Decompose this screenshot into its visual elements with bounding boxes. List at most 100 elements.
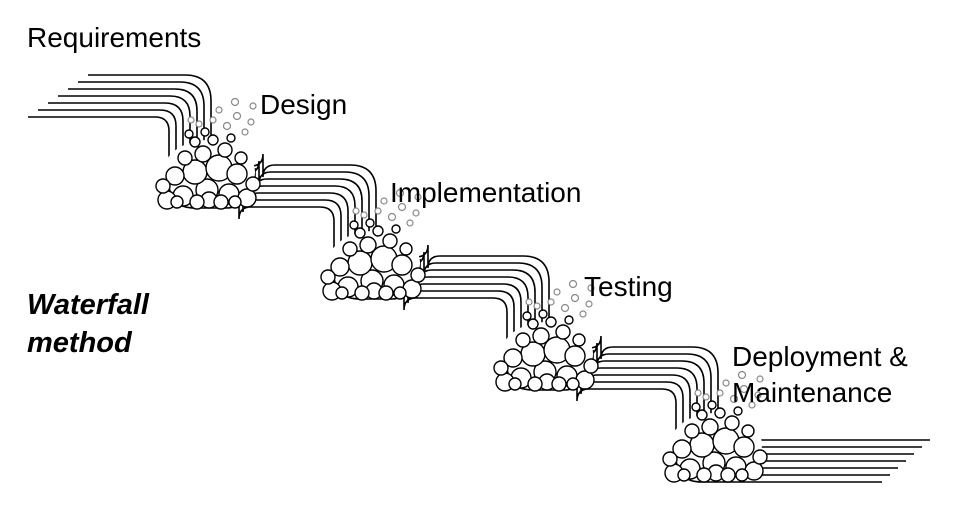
bubble (217, 142, 233, 158)
spray-droplet (232, 111, 242, 121)
spray-droplet (412, 209, 420, 217)
stage-label-implementation: Implementation (390, 177, 582, 208)
spray-droplet (716, 389, 724, 397)
spray-droplet (570, 293, 580, 303)
bubble (538, 309, 548, 319)
bubble (566, 377, 580, 391)
bubble (226, 133, 236, 143)
spray-droplet (209, 116, 217, 124)
spray-droplet (222, 121, 232, 131)
bubble (720, 467, 736, 483)
bubble (165, 166, 185, 186)
spray-droplet (247, 118, 255, 126)
spray-droplet (374, 207, 382, 215)
bubble (365, 218, 375, 228)
bubble (551, 376, 567, 392)
bubble (527, 318, 539, 330)
bubble (194, 145, 212, 163)
spray-droplet (737, 370, 747, 380)
spray-droplet (360, 211, 368, 219)
bubble (228, 195, 242, 209)
spray-droplet (195, 120, 203, 128)
spray-droplet (579, 310, 587, 318)
spray-droplet (553, 288, 561, 296)
bubble (752, 449, 768, 465)
bubble (170, 195, 184, 209)
bubble (572, 333, 586, 347)
bubble (393, 286, 407, 300)
bubble (532, 327, 550, 345)
bubble (213, 194, 229, 210)
spray-droplet (230, 97, 240, 107)
bubble (733, 436, 755, 458)
bubble (335, 286, 349, 300)
diagram-title-line-2: method (27, 327, 132, 359)
bubble (545, 316, 557, 328)
splash-pool (662, 370, 768, 483)
spray-droplet (187, 116, 195, 124)
spray-droplet (525, 298, 533, 306)
spray-droplet (406, 219, 414, 227)
bubble (493, 360, 509, 376)
bubble (508, 377, 522, 391)
bubble (342, 241, 358, 257)
spray-droplet (395, 188, 405, 198)
bubble (155, 178, 171, 194)
spray-droplet (748, 401, 756, 409)
spray-droplet (241, 128, 249, 136)
bubble (399, 242, 413, 256)
bubble (207, 134, 219, 146)
bubble (189, 194, 205, 210)
stage-label-testing: Testing (584, 271, 673, 302)
bubble (555, 324, 571, 340)
bubble (378, 285, 394, 301)
bubble (410, 267, 426, 283)
stage-label-deployment: Deployment & (732, 341, 908, 372)
bubble (359, 236, 377, 254)
bubble (696, 467, 712, 483)
spray-droplet (587, 284, 595, 292)
spray-droplet (702, 393, 710, 401)
splash-pool (493, 279, 599, 392)
bubble (677, 468, 691, 482)
bubble (672, 439, 692, 459)
water-streams (28, 74, 930, 483)
bubble (391, 224, 401, 234)
bubble (662, 451, 678, 467)
bubble (522, 311, 532, 321)
bubble (701, 418, 719, 436)
bubble (189, 136, 201, 148)
bubble (583, 358, 599, 374)
bubble (382, 233, 398, 249)
bubble (320, 269, 336, 285)
spray-droplet (215, 106, 223, 114)
spray-droplet (352, 207, 360, 215)
bubble (245, 176, 261, 192)
splash-pool (155, 97, 261, 210)
bubble (200, 127, 210, 137)
stage-label-maintenance: Maintenance (732, 377, 893, 408)
splash-pools (155, 97, 768, 483)
bubble (691, 402, 701, 412)
spray-droplet (397, 202, 407, 212)
bubble (733, 406, 743, 416)
spray-droplet (533, 302, 541, 310)
bubble (714, 407, 726, 419)
spray-droplet (560, 303, 570, 313)
bubble (177, 150, 193, 166)
bubble (741, 424, 755, 438)
bubble (735, 468, 749, 482)
spray-droplet (754, 391, 762, 399)
bubble (564, 345, 586, 367)
spray-droplet (756, 375, 764, 383)
spray-droplet (547, 298, 555, 306)
bubble (354, 227, 366, 239)
spray-droplet (380, 197, 388, 205)
spray-droplet (568, 279, 578, 289)
spray-droplet (739, 384, 749, 394)
stage-label-requirements: Requirements (27, 22, 202, 53)
stage-label-design: Design (260, 89, 348, 120)
spray-droplet (722, 379, 730, 387)
spray-droplet (694, 389, 702, 397)
